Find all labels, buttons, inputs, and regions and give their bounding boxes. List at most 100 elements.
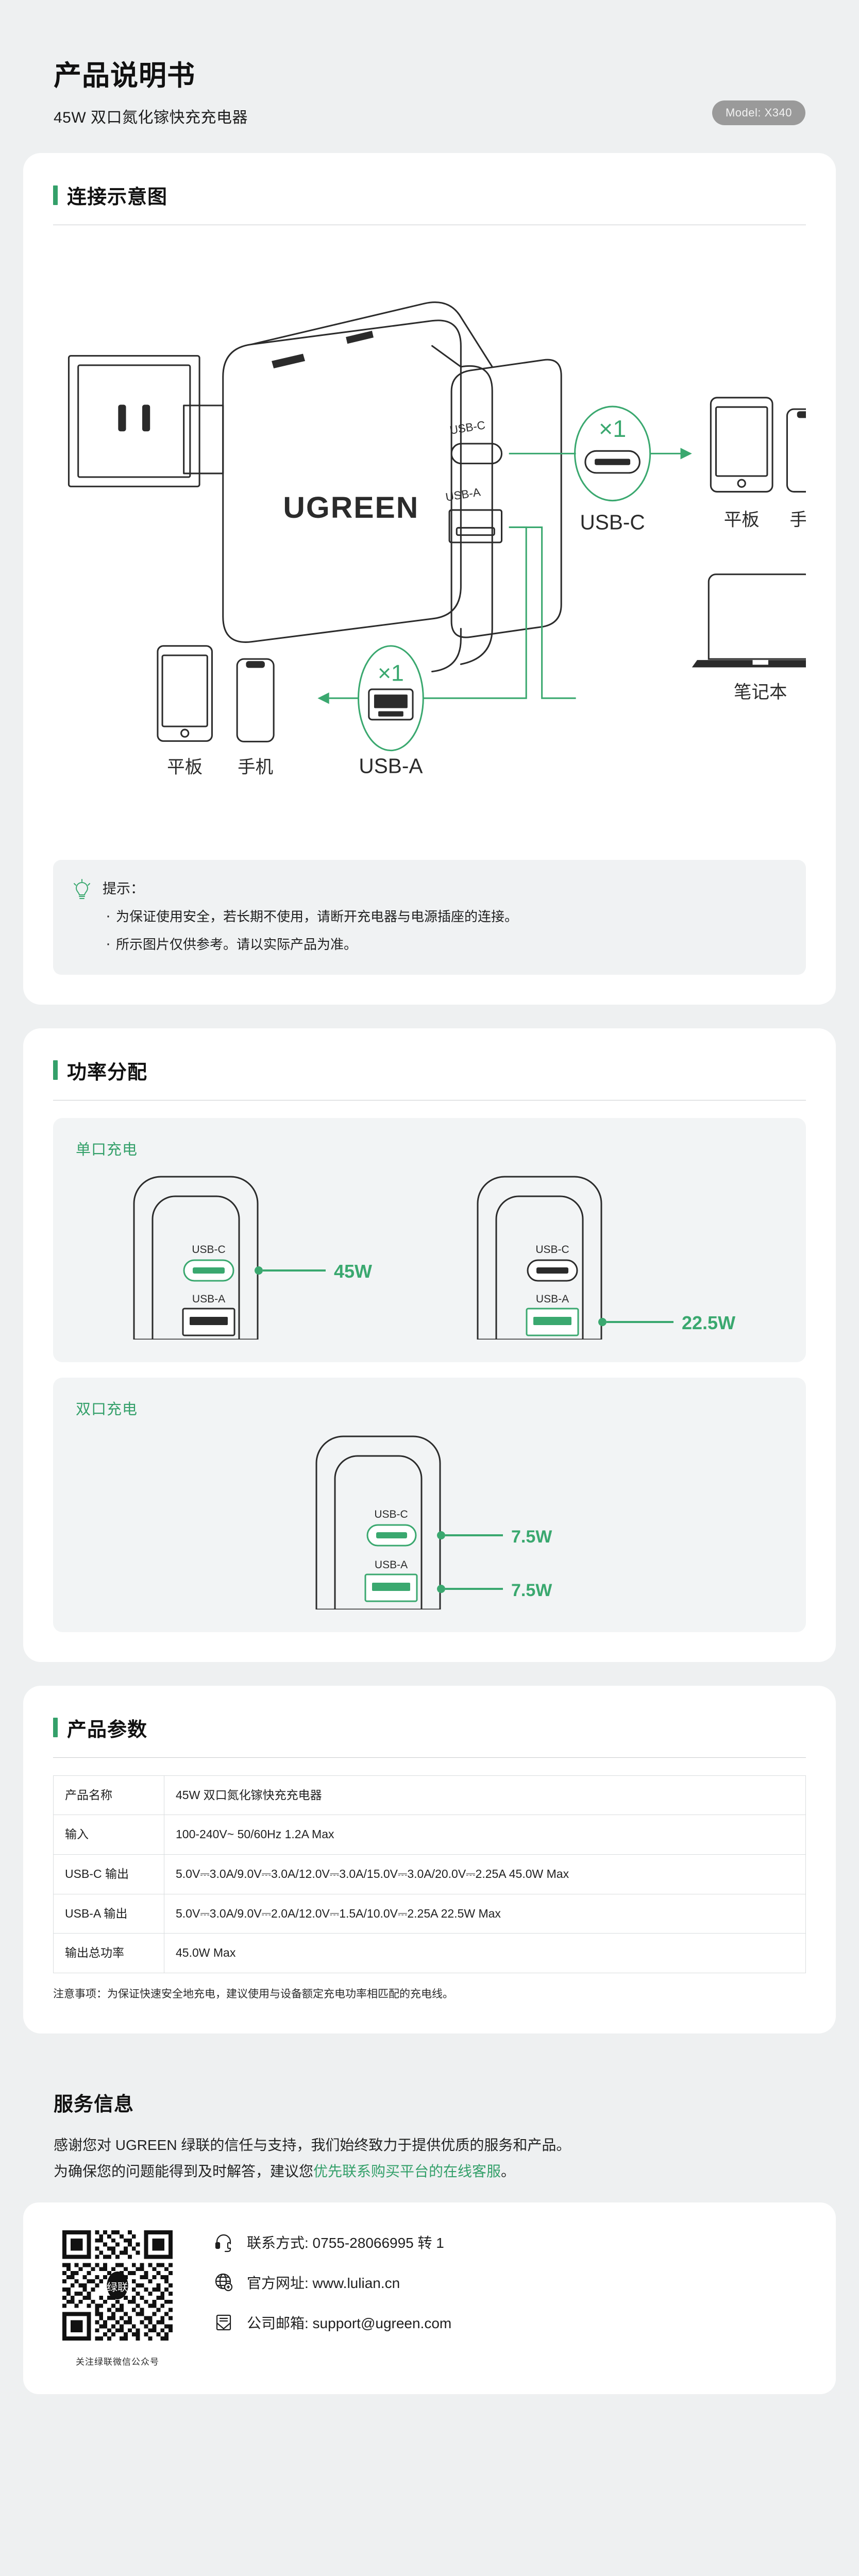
- usb-a-label: USB-A: [359, 754, 423, 778]
- contact-phone-text: 联系方式: 0755-28066995 转 1: [247, 2235, 444, 2251]
- specs-section-title: 产品参数: [67, 1719, 148, 1741]
- single-port-title: 单口充电: [76, 1141, 138, 1158]
- usb-a-count-label: ×1: [378, 661, 404, 686]
- tips-box: 提示： 为保证使用安全，若长期不使用，请断开充电器与电源插座的连接。 所示图片仅…: [53, 859, 806, 975]
- tips-list: 为保证使用安全，若长期不使用，请断开充电器与电源插座的连接。 所示图片仅供参考。…: [103, 904, 785, 957]
- qr-center-label: 绿联: [107, 2282, 128, 2294]
- charger-diagram-dual-active: USB-C USB-A: [315, 1435, 552, 1609]
- dual-port-charger-row: USB-C USB-A: [76, 1424, 783, 1609]
- dual-port-panel: 双口充电 USB-C USB-A: [53, 1377, 806, 1632]
- usb-a-port-label: USB-A: [374, 1559, 407, 1571]
- usb-c-port-label: USB-C: [535, 1244, 569, 1256]
- model-badge: Model: X340: [712, 100, 805, 126]
- lightbulb-icon: [74, 878, 90, 899]
- spec-key: 输入: [53, 1815, 164, 1855]
- spec-key: USB-A 输出: [53, 1893, 164, 1934]
- wall-socket-icon: [68, 355, 200, 488]
- table-row: 产品名称 45W 双口氮化镓快充充电器: [53, 1775, 806, 1816]
- usb-c-port-active: [366, 1524, 416, 1547]
- usb-a-callout: ×1 USB-A: [357, 645, 424, 778]
- connection-section-header: 连接示意图: [53, 181, 806, 209]
- table-row: USB-C 输出 5.0V⎓3.0A/9.0V⎓3.0A/12.0V⎓3.0A/…: [53, 1854, 806, 1894]
- spec-value: 100-240V~ 50/60Hz 1.2A Max: [164, 1815, 806, 1855]
- tips-title: 提示：: [103, 880, 144, 896]
- phone-icon: [236, 658, 275, 743]
- headset-icon: [215, 2234, 231, 2252]
- connection-diagram-card: 连接示意图: [23, 153, 836, 1005]
- product-subtitle: 45W 双口氮化镓快充充电器: [54, 109, 248, 127]
- qr-code-icon[interactable]: 绿联: [58, 2226, 177, 2345]
- table-row: 输入 100-240V~ 50/60Hz 1.2A Max: [53, 1815, 806, 1855]
- charger-diagram-usb-a-active: USB-C USB-A 22.5W: [477, 1176, 735, 1340]
- contact-phone: 联系方式: 0755-28066995 转 1: [213, 2231, 806, 2253]
- tablet-label-bottom: 平板: [167, 758, 203, 777]
- charger-illustration: [183, 301, 562, 673]
- power-section-header: 功率分配: [53, 1056, 806, 1084]
- charger-brand-label: UGREEN: [283, 492, 419, 525]
- usb-a-port-label: USB-A: [192, 1293, 225, 1305]
- phone-label-bottom: 手机: [238, 758, 273, 777]
- spec-key: USB-C 输出: [53, 1854, 164, 1894]
- accent-bar-icon: [53, 185, 58, 205]
- spec-value: 5.0V⎓3.0A/9.0V⎓3.0A/12.0V⎓3.0A/15.0V⎓3.0…: [164, 1854, 806, 1894]
- service-section: 服务信息 感谢您对 UGREEN 绿联的信任与支持，我们始终致力于提供优质的服务…: [0, 2057, 859, 2185]
- connection-diagram: UGREEN USB-C USB-A ×1: [53, 225, 806, 842]
- usb-c-label: USB-C: [580, 511, 645, 534]
- tips-item: 为保证使用安全，若长期不使用，请断开充电器与电源插座的连接。: [103, 904, 785, 929]
- contact-email-text: 公司邮箱: support@ugreen.com: [247, 2315, 452, 2332]
- contact-email: 公司邮箱: support@ugreen.com: [213, 2312, 806, 2333]
- contact-card: 绿联 关注绿联微信公众号 联系方式: 0755-28066995 转 1: [23, 2202, 836, 2395]
- device-group-top: [710, 397, 806, 493]
- spec-value: 45W 双口氮化镓快充充电器: [164, 1775, 806, 1816]
- table-row: 输出总功率 45.0W Max: [53, 1933, 806, 1974]
- dual-port-title: 双口充电: [76, 1401, 138, 1418]
- service-paragraph-2-post: 。: [501, 2163, 516, 2180]
- phone-label-top: 手机: [790, 511, 806, 530]
- power-label-c-7-5w: 7.5W: [511, 1527, 552, 1547]
- document-header: 产品说明书 45W 双口氮化镓快充充电器 Model: X340: [0, 0, 859, 153]
- connection-section-title: 连接示意图: [67, 187, 168, 209]
- service-paragraph-1: 感谢您对 UGREEN 绿联的信任与支持，我们始终致力于提供优质的服务和产品。: [54, 2137, 571, 2153]
- page-title: 产品说明书: [54, 60, 195, 91]
- device-group-bottom: [157, 645, 275, 743]
- tablet-icon: [710, 397, 773, 493]
- qr-caption: 关注绿联微信公众号: [76, 2357, 159, 2367]
- service-title: 服务信息: [54, 2093, 134, 2115]
- single-port-charger-row: USB-C USB-A 45W: [76, 1164, 783, 1340]
- power-label-a-7-5w: 7.5W: [511, 1581, 552, 1600]
- usb-c-port-label: USB-C: [192, 1244, 226, 1256]
- power-label-22-5w: 22.5W: [682, 1312, 735, 1333]
- usb-c-port-label: USB-C: [374, 1509, 408, 1520]
- usb-c-callout: ×1 USB-C: [574, 405, 651, 534]
- qr-block: 绿联 关注绿联微信公众号: [53, 2226, 182, 2367]
- accent-bar-icon: [53, 1718, 58, 1738]
- contact-list: 联系方式: 0755-28066995 转 1 官方网址: www.lulian…: [213, 2226, 806, 2333]
- spec-key: 产品名称: [53, 1775, 164, 1816]
- power-section-title: 功率分配: [67, 1061, 148, 1083]
- specifications-table: 产品名称 45W 双口氮化镓快充充电器 输入 100-240V~ 50/60Hz…: [53, 1775, 806, 1974]
- contact-website-text: 官方网址: www.lulian.cn: [247, 2275, 400, 2292]
- product-manual-page: 产品说明书 45W 双口氮化镓快充充电器 Model: X340 连接示意图: [0, 0, 859, 2394]
- specs-note: 注意事项：为保证快速安全地充电，建议使用与设备额定充电功率相匹配的充电线。: [53, 1988, 453, 2001]
- service-highlight: 优先联系购买平台的在线客服: [313, 2163, 501, 2180]
- power-distribution-card: 功率分配 单口充电 USB-C USB-A: [23, 1028, 836, 1662]
- tablet-icon: [157, 645, 213, 742]
- phone-icon: [786, 409, 806, 493]
- tablet-label-top: 平板: [724, 511, 760, 530]
- laptop-label: 笔记本: [734, 683, 787, 703]
- single-port-panel: 单口充电 USB-C USB-A: [53, 1117, 806, 1362]
- usb-c-port-inactive: [527, 1259, 578, 1282]
- mail-icon: [216, 2315, 231, 2331]
- spec-value: 45.0W Max: [164, 1933, 806, 1974]
- tips-item: 所示图片仅供参考。请以实际产品为准。: [103, 931, 785, 957]
- usb-a-port-active: [364, 1573, 417, 1602]
- spec-value: 5.0V⎓3.0A/9.0V⎓2.0A/12.0V⎓1.5A/10.0V⎓2.2…: [164, 1893, 806, 1934]
- specs-section-header: 产品参数: [53, 1714, 806, 1742]
- specifications-card: 产品参数 产品名称 45W 双口氮化镓快充充电器 输入 100-240V~ 50…: [23, 1685, 836, 2033]
- globe-icon: [215, 2274, 233, 2292]
- power-label-45w: 45W: [334, 1261, 372, 1282]
- usb-a-port-active: [526, 1308, 579, 1336]
- contact-website: 官方网址: www.lulian.cn: [213, 2272, 806, 2293]
- svg-text:USB-C: USB-C: [449, 419, 486, 437]
- accent-bar-icon: [53, 1060, 58, 1080]
